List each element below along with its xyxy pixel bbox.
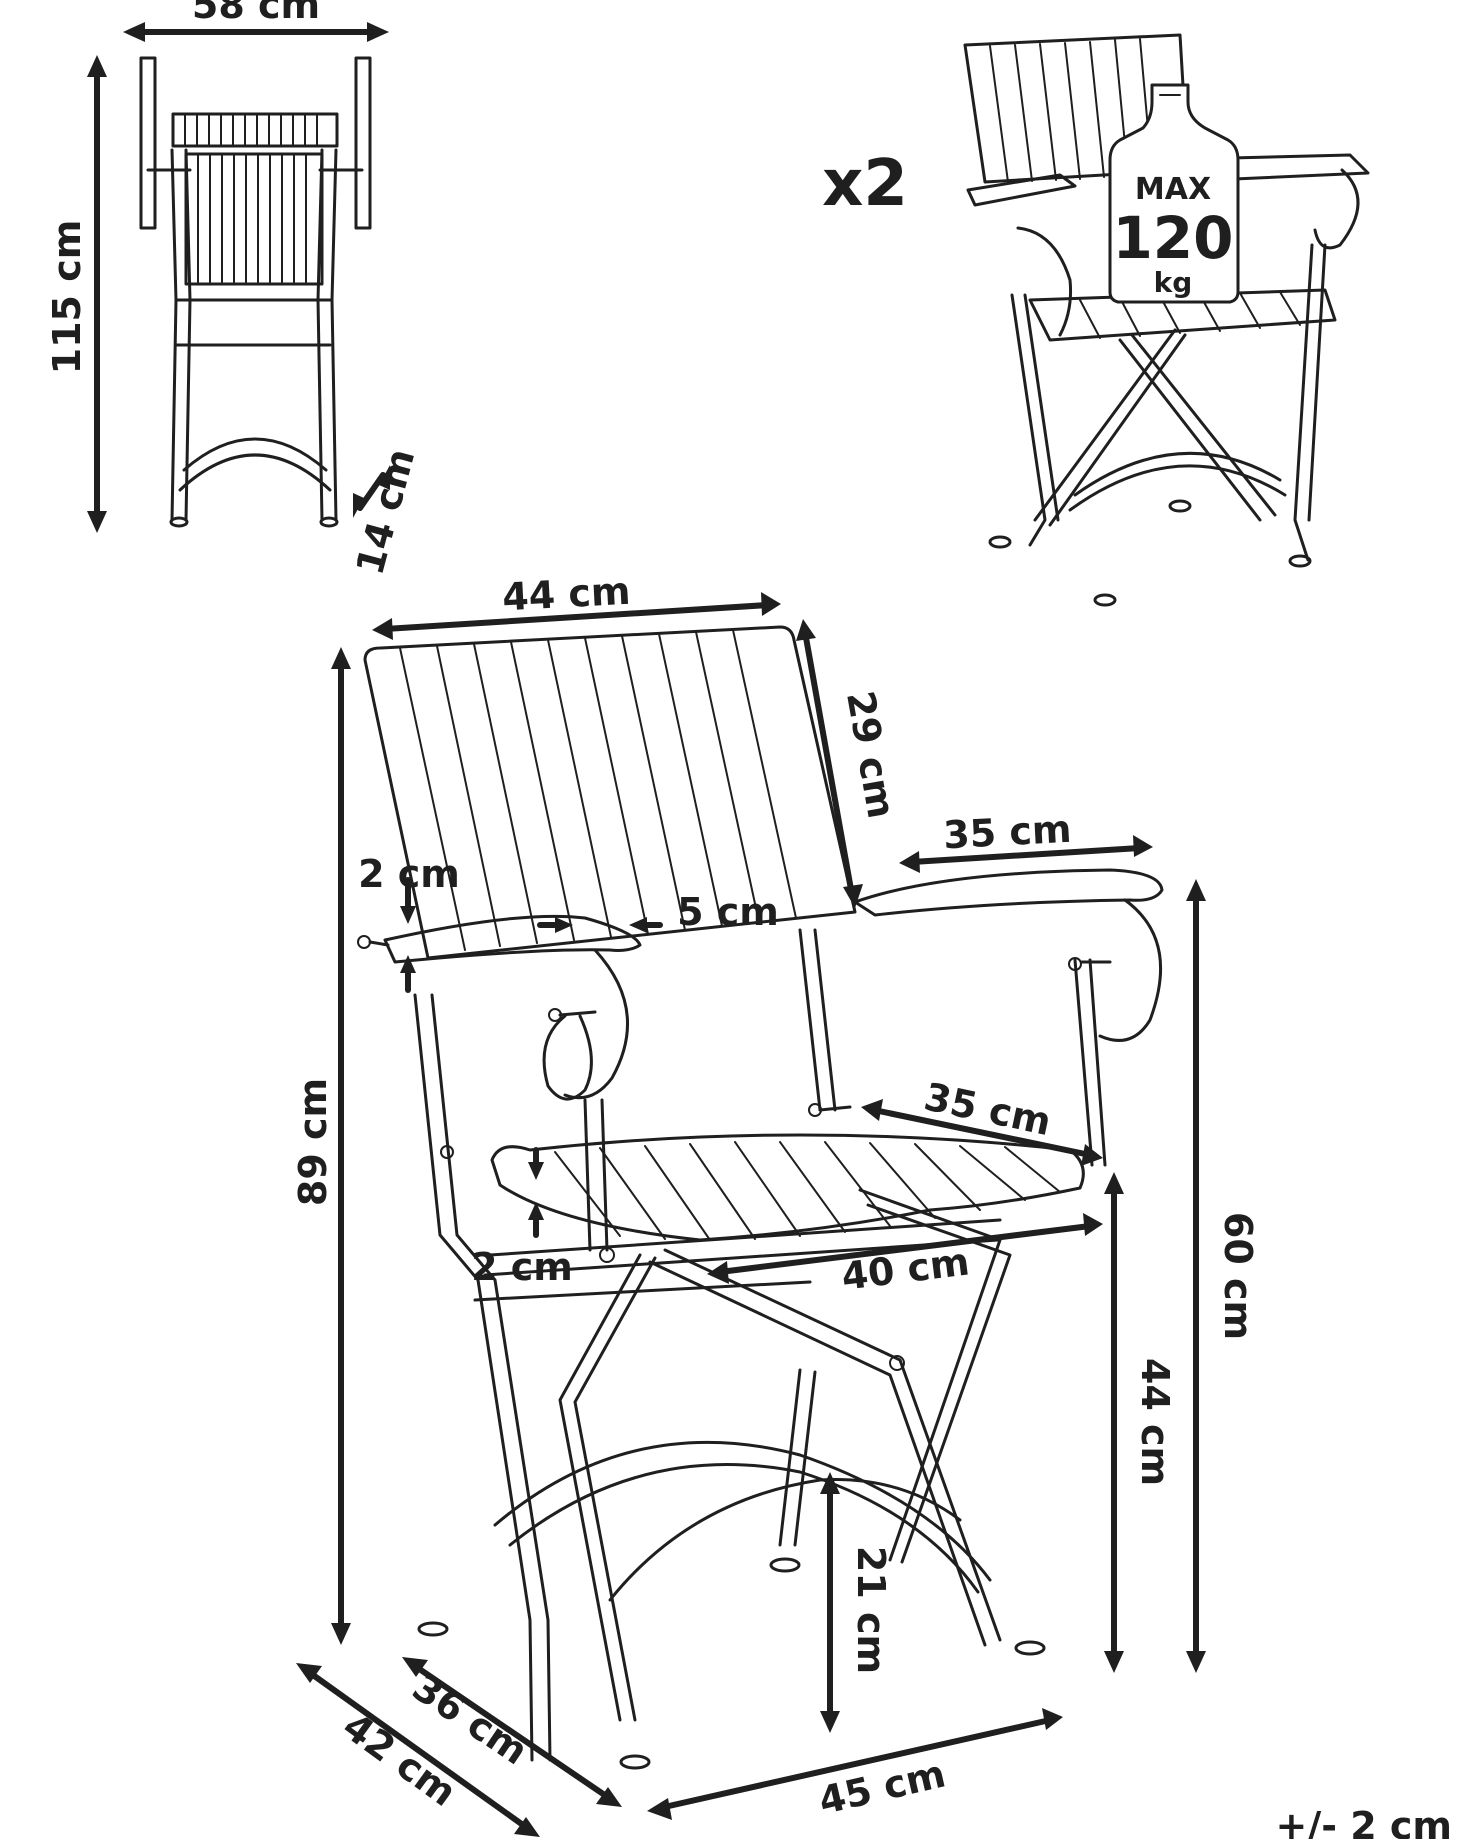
base-width-label: 45 cm — [815, 1751, 950, 1823]
arm-length-dimension — [899, 835, 1153, 873]
max-load-unit: kg — [1154, 266, 1193, 299]
main-chair — [357, 625, 1164, 1770]
front-width-label: 58 cm — [192, 0, 320, 27]
back-width-label: 44 cm — [501, 569, 631, 620]
arm-length-label: 35 cm — [942, 807, 1072, 858]
seat-depth-dimension — [861, 1099, 1103, 1166]
seat-thickness-label: 2 cm — [471, 1245, 573, 1289]
foot-height-dimension — [353, 465, 390, 518]
max-load-title: MAX — [1135, 172, 1211, 207]
seat-width-dimension — [707, 1213, 1103, 1284]
seat-height-label: 44 cm — [1133, 1358, 1177, 1486]
max-load-bottle — [1108, 83, 1240, 304]
arm-thickness-dimension — [400, 877, 416, 993]
quantity-label: x2 — [822, 147, 908, 221]
front-view-height-dimension — [87, 55, 107, 533]
arm-height-dimension — [1186, 879, 1206, 1673]
front-height-label: 115 cm — [45, 220, 89, 375]
tolerance-label: +/- 2 cm — [1275, 1804, 1452, 1839]
arm-height-label: 60 cm — [1216, 1212, 1260, 1340]
arm-width-label: 5 cm — [677, 890, 779, 934]
back-height-dimension — [796, 619, 863, 908]
total-height-dimension — [331, 647, 351, 1645]
front-view-width-dimension — [123, 22, 389, 42]
arm-thickness-label: 2 cm — [358, 852, 460, 896]
foot-height-label: 14 cm — [348, 444, 424, 579]
back-width-dimension — [372, 592, 781, 640]
stretcher-height-label: 21 cm — [849, 1546, 893, 1674]
base-depth-inner-dimension — [402, 1657, 622, 1807]
seat-height-dimension — [1104, 1172, 1124, 1673]
arm-width-dimension — [537, 917, 663, 933]
base-width-dimension — [647, 1708, 1063, 1820]
seat-thickness-dimension — [528, 1147, 544, 1238]
front-view-chair — [139, 56, 372, 528]
total-height-label: 89 cm — [291, 1078, 335, 1206]
back-height-label: 29 cm — [838, 688, 904, 822]
base-depth-outer-dimension — [296, 1663, 540, 1837]
max-load-value: 120 — [1112, 204, 1233, 272]
stretcher-height-dimension — [820, 1472, 840, 1733]
